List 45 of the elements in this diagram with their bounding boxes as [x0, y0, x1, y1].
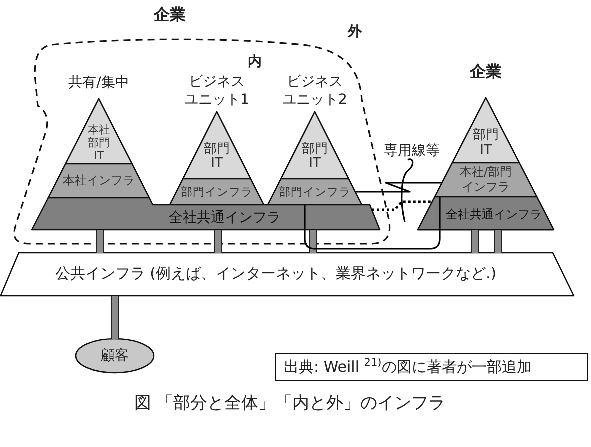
pyramid-layer: [170, 179, 264, 205]
heading: 企業: [154, 5, 186, 25]
region-label: 外: [348, 23, 362, 41]
connector-bar: [309, 230, 317, 253]
pyramid-layer: [268, 179, 362, 205]
connector-bar: [494, 230, 502, 253]
pyramid-heading: ビジネスユニット2: [282, 73, 348, 109]
pyramid-layer: [281, 112, 349, 179]
layer-label: 部門IT: [301, 143, 329, 171]
band-label: 全社共通インフラ: [446, 208, 542, 222]
layer-label: 部門インフラ: [181, 185, 253, 199]
region-label: 内: [248, 53, 262, 71]
band-label: 公共インフラ (例えば、インターネット、業界ネットワークなど.): [55, 264, 497, 284]
figure-caption: 図 「部分と全体」「内と外」のインフラ: [134, 394, 446, 414]
layer-label: 部門IT: [203, 143, 231, 171]
pyramid-layer: [435, 163, 537, 197]
connector-bar: [471, 230, 479, 253]
connector-line: [304, 197, 441, 250]
layer-label: 本社/部門インフラ: [459, 165, 513, 195]
dotted-link: [372, 200, 432, 212]
line-label: 専用線等: [384, 142, 440, 160]
pyramid: [266, 72, 364, 205]
layer-label: 部門IT: [472, 128, 500, 158]
trapezoid-band: [0, 253, 574, 296]
pyramid-layer: [183, 112, 251, 179]
band-label: 全社共通インフラ: [169, 209, 281, 227]
connector-bar: [96, 230, 104, 253]
connector-bar: [111, 296, 119, 339]
pyramid-heading: ビジネスユニット1: [184, 73, 250, 109]
pyramid: [168, 72, 266, 205]
base-band: [32, 198, 380, 230]
pyramid-layer: [452, 98, 520, 163]
oval-label: 顧客: [101, 347, 129, 365]
source-note: 出典: Weill $^{21)}$の図に著者が一部追加: [275, 353, 588, 381]
pyramid-layer: [65, 99, 133, 164]
pyramid-layer: [418, 197, 554, 230]
connector-bar: [214, 230, 222, 253]
pyramid-heading: 共有/集中: [68, 74, 130, 92]
oval-node: [76, 339, 154, 373]
layer-label: 本社インフラ: [63, 174, 135, 188]
pyramid-heading: 企業: [470, 62, 502, 82]
layer-label: 本社部門IT: [87, 124, 111, 162]
pyramid-layer: [48, 164, 150, 198]
layer-label: 部門インフラ: [279, 185, 351, 199]
lightning-link: [355, 182, 442, 193]
